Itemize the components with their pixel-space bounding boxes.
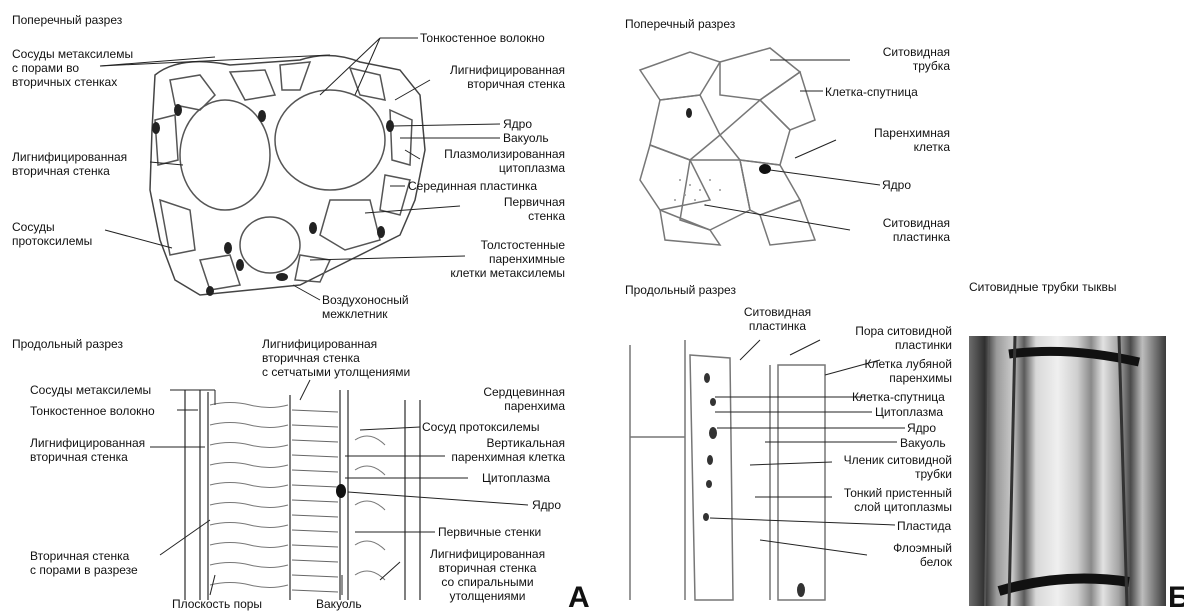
label-thin-fiber-long: Тонкостенное волокно: [30, 404, 155, 418]
label-primary-walls: Первичные стенки: [438, 525, 541, 539]
label-thin-fiber: Тонкостенное волокно: [420, 31, 545, 45]
panel-letter-a: А: [568, 583, 590, 613]
reticulate-pattern: [210, 403, 288, 588]
label-air-space: Воздухоносный межклетник: [322, 293, 409, 321]
xylem-cross-title: Поперечный разрез: [12, 13, 122, 27]
cross-nucleus-2: [759, 164, 771, 174]
photo-details: [969, 336, 1166, 606]
phloem-longitudinal-drawing: [630, 340, 825, 600]
label-vacuole-b: Вакуоль: [900, 436, 946, 450]
label-nucleus-long-b: Ядро: [907, 421, 936, 435]
label-sieve-tube: Ситовидная трубка: [845, 45, 950, 73]
photo-title: Ситовидные трубки тыквы: [969, 280, 1116, 294]
label-vacuole-a: Вакуоль: [503, 131, 549, 145]
phloem-long-title: Продольный разрез: [625, 283, 736, 297]
label-plasmolyzed: Плазмолизированная цитоплазма: [405, 147, 565, 175]
phloem-cross-drawing: [640, 48, 815, 245]
pumpkin-sieve-tubes-photo: [969, 336, 1166, 606]
label-nucleus-long: Ядро: [532, 498, 561, 512]
cross-nucleus-1: [686, 108, 692, 118]
label-lignified-left-long: Лигнифицированная вторичная стенка: [30, 436, 145, 464]
label-pith: Сердцевинная паренхима: [460, 385, 565, 413]
label-companion: Клетка-спутница: [825, 85, 918, 99]
label-cytoplasm-a: Цитоплазма: [482, 471, 550, 485]
phloem-cross-title: Поперечный разрез: [625, 17, 735, 31]
label-reticulate: Лигнифицированная вторичная стенка с сет…: [262, 337, 410, 379]
long-nucleus: [336, 484, 346, 498]
label-pit-plane: Плоскость поры: [172, 597, 262, 611]
xylem-long-title: Продольный разрез: [12, 337, 123, 351]
label-sieve-plate-long: Ситовидная пластинка: [730, 305, 825, 333]
hatching: [292, 410, 338, 592]
label-bast-parenchyma: Клетка лубяной паренхимы: [830, 357, 952, 385]
label-lignified-left: Лигнифицированная вторичная стенка: [12, 150, 127, 178]
xylem-cross-section-drawing: [150, 55, 425, 295]
label-lignified-top: Лигнифицированная вторичная стенка: [415, 63, 565, 91]
label-companion-long: Клетка-спутница: [852, 390, 945, 404]
label-nucleus-a: Ядро: [503, 117, 532, 131]
label-thick-parenchyma: Толстостенные паренхимные клетки метакси…: [430, 238, 565, 280]
long-organelles: [703, 373, 805, 597]
label-spiral: Лигнифицированная вторичная стенка со сп…: [410, 547, 565, 603]
label-vertical-parenchyma: Вертикальная паренхимная клетка: [425, 436, 565, 464]
label-parenchyma: Паренхимная клетка: [845, 126, 950, 154]
label-protoxylem: Сосуды протоксилемы: [12, 220, 92, 248]
label-plate-pore: Пора ситовидной пластинки: [820, 324, 952, 352]
label-plastid: Пластида: [897, 519, 951, 533]
label-metaxylem: Сосуды метаксилемы: [30, 383, 151, 397]
label-thin-layer: Тонкий пристенный слой цитоплазмы: [810, 486, 952, 514]
label-middle-lamella: Серединная пластинка: [408, 179, 537, 193]
spiral-curves: [355, 436, 385, 580]
label-protoxylem-vessel: Сосуд протоксилемы: [422, 420, 540, 434]
label-primary-wall: Первичная стенка: [460, 195, 565, 223]
label-metaxylem-pits: Сосуды метаксилемы с порами во вторичных…: [12, 47, 133, 89]
label-nucleus-b: Ядро: [882, 178, 911, 192]
label-segment: Членик ситовидной трубки: [810, 453, 952, 481]
label-sieve-plate: Ситовидная пластинка: [845, 216, 950, 244]
label-p-protein: Флоэмный белок: [860, 541, 952, 569]
label-vacuole-long: Вакуоль: [316, 597, 362, 611]
label-secondary-pits: Вторичная стенка с порами в разрезе: [30, 549, 138, 577]
panel-letter-b: Б: [1168, 583, 1184, 613]
label-cytoplasm-b: Цитоплазма: [875, 405, 943, 419]
